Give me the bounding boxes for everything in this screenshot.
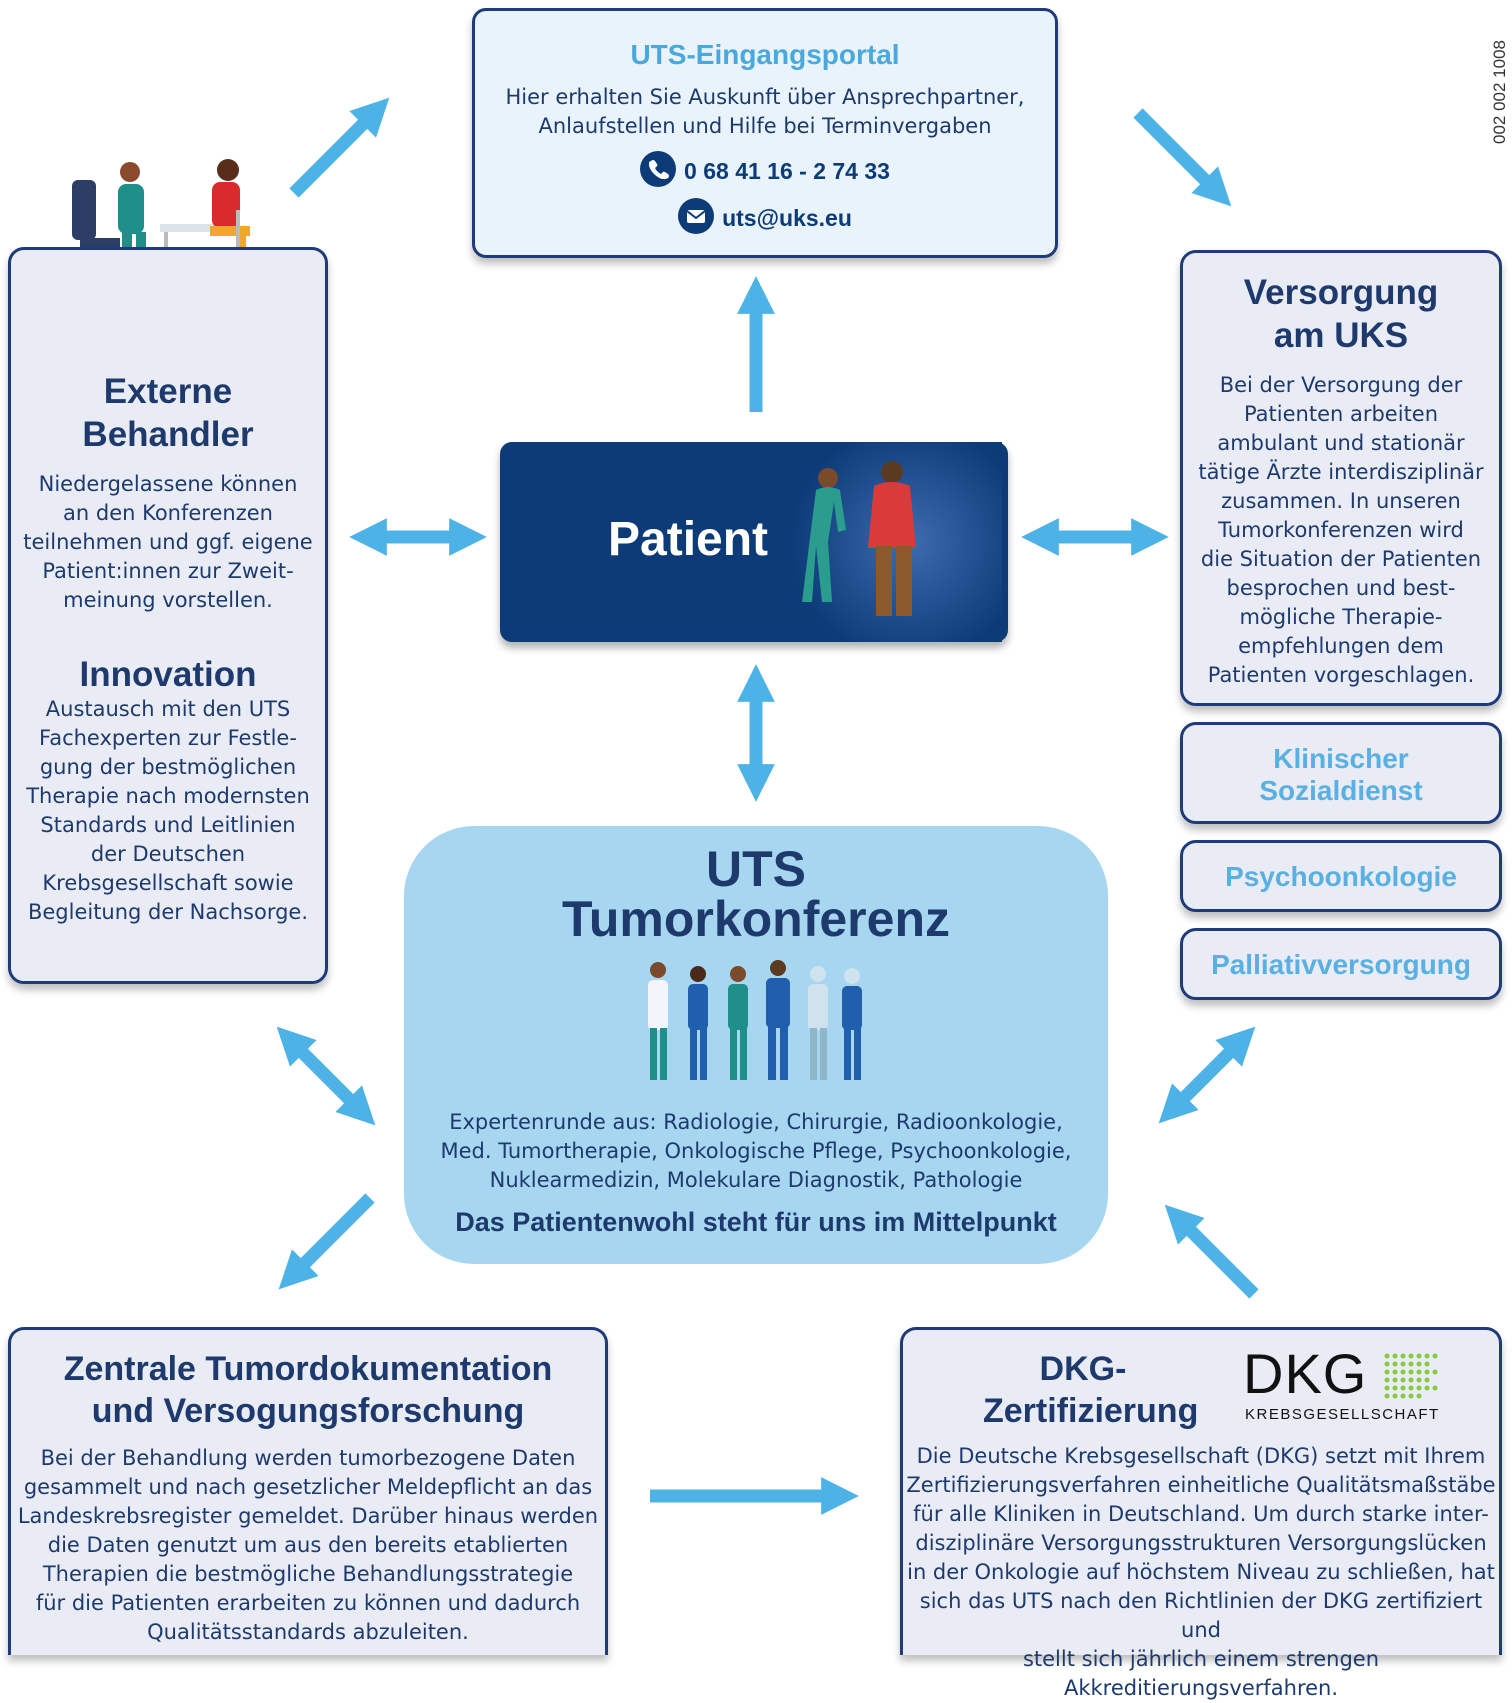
medical-team-illustration <box>636 960 876 1090</box>
innovation-title: Innovation <box>79 655 257 694</box>
dkg-text-7: stellt sich jährlich einem strengen Akkr… <box>1022 1647 1380 1700</box>
portal-title: UTS-Eingangsportal <box>630 39 900 70</box>
doctor-patient-illustration <box>772 442 1002 642</box>
externe-title-line2: Behandler <box>82 415 254 454</box>
doku-text-2: gesammelt und nach gesetzlicher Meldepfl… <box>23 1475 593 1499</box>
doku-text-3: Landeskrebsregister gemeldet. Darüber hi… <box>17 1504 599 1528</box>
versorgung-title-line1: Versorgung <box>1243 273 1439 312</box>
innovation-text-8: Begleitung der Nachsorge. <box>27 900 309 924</box>
patient-label: Patient <box>608 513 769 566</box>
externe-text-2: an den Konferenzen <box>63 501 273 525</box>
document-code: 002 002 1008 <box>1490 40 1509 144</box>
doku-box: Zentrale Tumordokumentation und Versogun… <box>8 1327 608 1655</box>
arrow-portal-to-versorgung <box>1133 108 1232 207</box>
externe-text-4: Patient:innen zur Zweit- <box>42 559 294 583</box>
dkg-logo-subtitle: KREBSGESELLSCHAFT <box>1245 1406 1440 1423</box>
konferenz-text-2: Med. Tumortherapie, Onkologische Pflege,… <box>440 1139 1072 1163</box>
konferenz-text-1: Expertenrunde aus: Radiologie, Chirurgie… <box>449 1110 1063 1134</box>
innovation-text-5: Standards und Leitlinien <box>40 813 296 837</box>
konferenz-title-line2: Tumorkonferenz <box>562 891 950 947</box>
mail-icon <box>678 198 715 239</box>
konferenz-box: UTS Tumorkonferenz Expertenrunde aus: Ra… <box>404 826 1108 1264</box>
versorgung-box: Versorgung am UKS Bei der Versorgung der… <box>1180 250 1502 706</box>
externe-text-3: teilnehmen und ggf. eigene <box>23 530 313 554</box>
versorgung-text-6: Tumorkonferenzen wird <box>1218 518 1464 542</box>
innovation-text-3: gung der bestmöglichen <box>39 755 297 779</box>
versorgung-text-9: mögliche Therapie- <box>1239 605 1443 629</box>
palliativ-label: Palliativversorgung <box>1211 949 1471 980</box>
portal-text-line2: Anlaufstellen und Hilfe bei Terminvergab… <box>538 114 992 138</box>
konferenz-text-3: Nuklearmedizin, Molekulare Diagnostik, P… <box>489 1168 1023 1192</box>
innovation-text-2: Fachexperten zur Festle- <box>39 726 297 750</box>
doku-text-6: für die Patienten erarbeiten zu können u… <box>35 1591 581 1615</box>
sozialdienst-box: Klinischer Sozialdienst <box>1180 722 1502 824</box>
doku-text-5: Therapien die bestmögliche Behandlungsst… <box>42 1562 574 1586</box>
doku-text-1: Bei der Behandlung werden tumorbezogene … <box>40 1446 576 1470</box>
externe-title-line1: Externe <box>103 372 233 411</box>
dkg-text-3: für alle Kliniken in Deutschland. Um dur… <box>913 1502 1489 1526</box>
connector-arrows <box>276 97 1259 1515</box>
versorgung-text-1: Bei der Versorgung der <box>1219 373 1463 397</box>
versorgung-text-4: tätige Ärzte interdisziplinär <box>1198 460 1484 484</box>
sozialdienst-line1: Klinischer <box>1273 743 1409 774</box>
arrow-externe-konferenz <box>276 1026 376 1126</box>
konferenz-title-line1: UTS <box>706 841 806 897</box>
versorgung-text-8: besprochen und best- <box>1226 576 1456 600</box>
versorgung-text-5: zusammen. In unseren <box>1221 489 1461 513</box>
dkg-box: DKG- Zertifizierung DKG KREBSGESELLSCHAF… <box>900 1327 1502 1700</box>
arrow-services-konferenz <box>1158 1026 1256 1124</box>
arrow-externe-to-portal <box>289 97 390 198</box>
versorgung-text-7: die Situation der Patienten <box>1200 547 1482 571</box>
versorgung-title-line2: am UKS <box>1273 316 1409 355</box>
email-address[interactable]: uts@uks.eu <box>722 205 852 231</box>
innovation-text-6: der Deutschen <box>90 842 246 866</box>
dkg-logo-text: DKG <box>1243 1342 1368 1405</box>
phone-icon <box>640 151 677 192</box>
innovation-text-4: Therapie nach modernsten <box>26 784 310 808</box>
doku-title-line2: und Versogungsforschung <box>91 1392 525 1430</box>
patient-box: Patient <box>500 442 1008 642</box>
psychoonkologie-box: Psychoonkologie <box>1180 840 1502 912</box>
konferenz-motto: Das Patientenwohl steht für uns im Mitte… <box>455 1207 1057 1237</box>
dkg-dot-grid <box>1384 1353 1438 1399</box>
dkg-text-1: Die Deutsche Krebsgesellschaft (DKG) set… <box>916 1444 1486 1468</box>
dkg-text-5: in der Onkologie auf höchstem Niveau zu … <box>907 1560 1495 1584</box>
externe-box: Externe Behandler Niedergelassene können… <box>8 247 328 984</box>
dkg-title-line2: Zertifizierung <box>983 1392 1199 1430</box>
phone-number[interactable]: 0 68 41 16 - 2 74 33 <box>684 158 890 184</box>
doku-text-7: Qualitätsstandards abzuleiten. <box>147 1620 469 1644</box>
psychoonkologie-label: Psychoonkologie <box>1225 861 1457 892</box>
innovation-text-7: Krebsgesellschaft sowie <box>42 871 294 895</box>
arrow-konferenz-to-doku <box>278 1193 375 1290</box>
versorgung-text-3: ambulant und stationär <box>1217 431 1465 455</box>
versorgung-text-10: empfehlungen dem <box>1238 634 1444 658</box>
portal-text-line1: Hier erhalten Sie Auskunft über Ansprech… <box>505 85 1025 109</box>
sozialdienst-line2: Sozialdienst <box>1259 775 1423 806</box>
dkg-text-4: disziplinäre Versorgungsstrukturen Verso… <box>915 1531 1487 1555</box>
dkg-text-2: Zertifizierungsverfahren einheitliche Qu… <box>906 1473 1496 1497</box>
innovation-text-1: Austausch mit den UTS <box>45 697 291 721</box>
portal-box: UTS-Eingangsportal Hier erhalten Sie Aus… <box>472 8 1058 258</box>
externe-text-5: meinung vorstellen. <box>63 588 273 612</box>
versorgung-text-11: Patienten vorgeschlagen. <box>1207 663 1475 687</box>
dkg-text-6: sich das UTS nach den Richtlinien der DK… <box>919 1589 1483 1642</box>
doku-title-line1: Zentrale Tumordokumentation <box>63 1350 553 1388</box>
doku-text-4: die Daten genutzt um aus den bereits eta… <box>47 1533 569 1557</box>
arrow-dkg-to-konferenz <box>1164 1204 1259 1299</box>
palliativ-box: Palliativversorgung <box>1180 928 1502 1000</box>
dkg-logo: DKG KREBSGESELLSCHAFT <box>1243 1344 1443 1426</box>
dkg-title-line1: DKG- <box>1039 1350 1127 1388</box>
versorgung-text-2: Patienten arbeiten <box>1243 402 1439 426</box>
externe-text-1: Niedergelassene können <box>38 472 298 496</box>
